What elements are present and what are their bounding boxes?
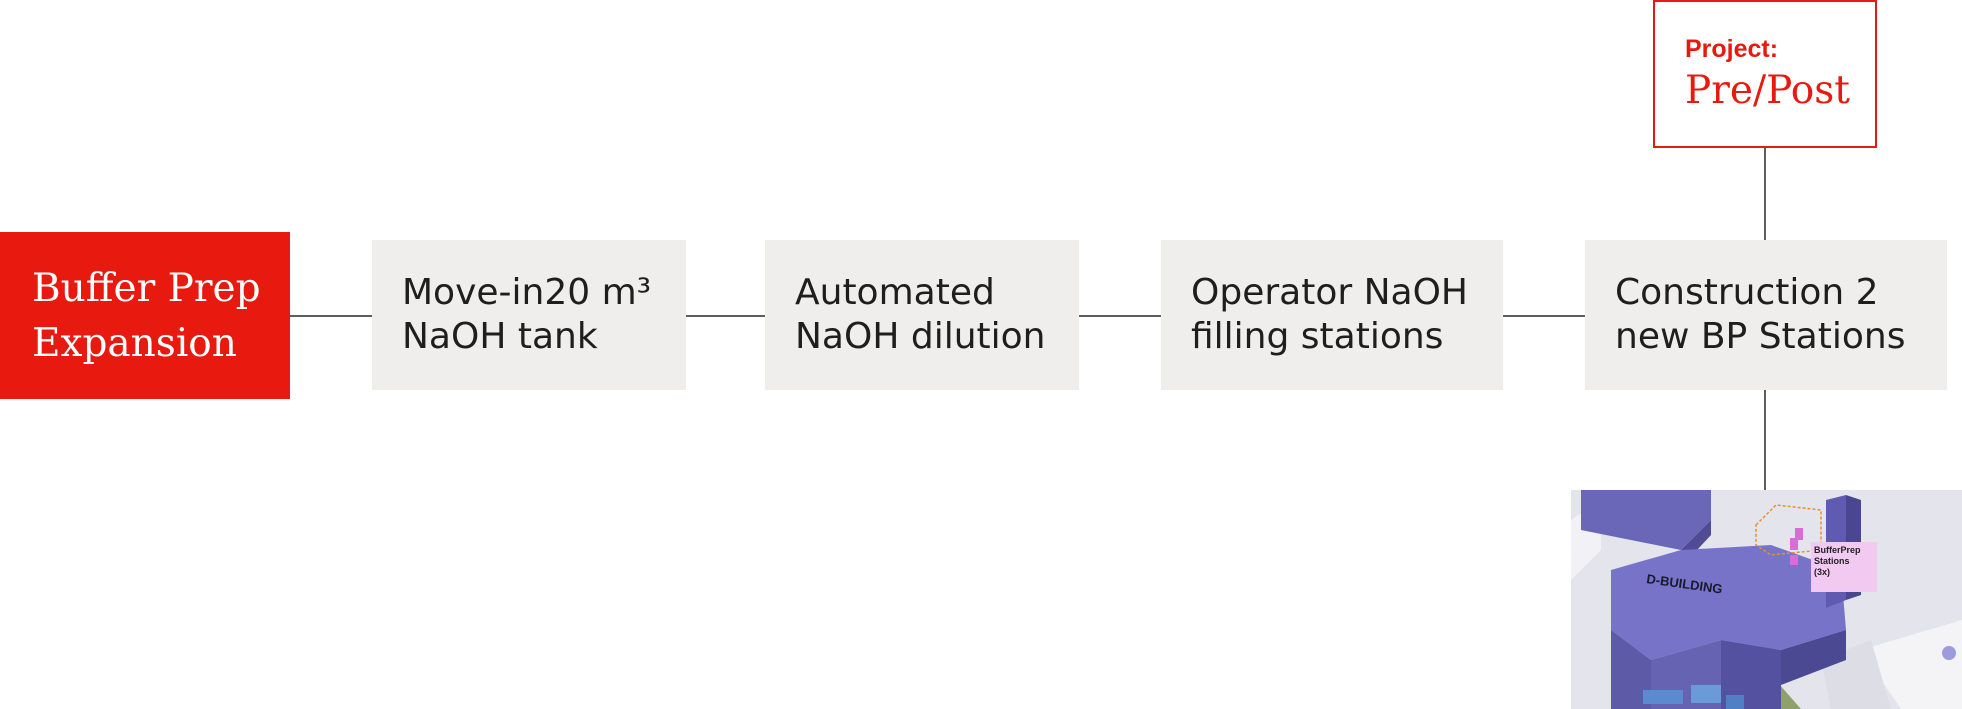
connector-step4-image (1764, 390, 1766, 490)
project-value: Pre/Post (1685, 68, 1850, 113)
connector-step1-step2 (686, 315, 765, 317)
pink-tank (1795, 528, 1803, 540)
building-render-svg: D-BUILDING (1571, 490, 1962, 709)
step-node-label: Construction 2 new BP Stations (1615, 272, 1906, 357)
connector-project-step4 (1764, 148, 1766, 240)
blue-tank (1726, 695, 1744, 709)
connector-step3-step4 (1503, 315, 1585, 317)
project-box: Project: Pre/Post (1653, 0, 1877, 148)
step-node-label: Automated NaOH dilution (795, 272, 1046, 357)
step-node-label: Operator NaOH filling stations (1191, 272, 1468, 357)
d-building-roof (1611, 545, 1846, 660)
d-building-front-left (1611, 630, 1651, 709)
pink-tank (1790, 538, 1798, 550)
d-building-side (1781, 630, 1846, 685)
step-node-construction: Construction 2 new BP Stations (1585, 240, 1947, 390)
station-outline (1755, 504, 1822, 556)
station-label-box (1811, 542, 1877, 592)
step-node-label: Move-in20 m³ NaOH tank (402, 272, 652, 357)
root-node: Buffer Prep Expansion (0, 232, 290, 399)
badge-icon (1942, 646, 1956, 660)
step-node-filling-stations: Operator NaOH filling stations (1161, 240, 1503, 390)
blue-tank (1691, 685, 1721, 703)
project-title: Project: (1685, 35, 1779, 63)
blue-tank (1643, 690, 1683, 704)
d-building-front-right (1721, 640, 1781, 709)
root-node-label: Buffer Prep Expansion (32, 265, 261, 366)
building-render-image: D-BUILDING BufferPrep Stations (3x) (1571, 490, 1962, 709)
connector-step2-step3 (1079, 315, 1161, 317)
right-white-block (1861, 620, 1962, 709)
station-label: BufferPrep Stations (3x) (1814, 545, 1861, 577)
connector-root-step1 (290, 315, 372, 317)
pink-tank (1790, 555, 1798, 565)
step-node-move-in-tank: Move-in20 m³ NaOH tank (372, 240, 686, 390)
step-node-automated-dilution: Automated NaOH dilution (765, 240, 1079, 390)
back-block-top (1581, 490, 1711, 550)
